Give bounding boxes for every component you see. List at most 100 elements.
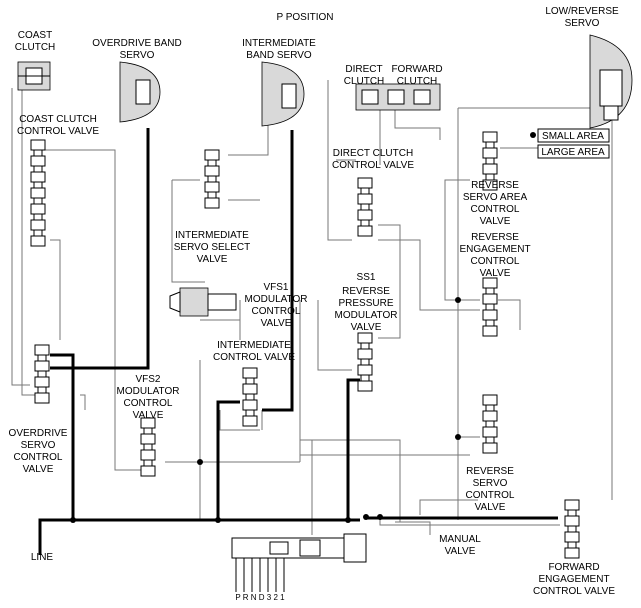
label-line: REVERSE <box>342 286 390 297</box>
forward-engagement-control-valve <box>564 499 580 559</box>
intermediate-servo-select-valve-label: INTERMEDIATE SERVO SELECT VALVE <box>174 230 251 265</box>
label-line: VALVE <box>480 216 511 227</box>
forward-engagement-control-valve-label: FORWARD ENGAGEMENT CONTROL VALVE <box>533 562 615 597</box>
label-line: VALVE <box>133 410 164 421</box>
label-line: REVERSE <box>471 232 519 243</box>
direct-clutch-label: DIRECT CLUTCH <box>344 64 385 87</box>
label-line: DIRECT <box>345 64 382 75</box>
reverse-servo-control-valve <box>482 394 498 454</box>
small-area-box <box>537 128 610 143</box>
label-line: COAST <box>18 30 52 41</box>
coast-clutch-control-valve-label: COAST CLUTCH CONTROL VALVE <box>17 114 99 137</box>
label-line: CLUTCH <box>15 42 56 53</box>
label-line: VALVE <box>197 254 228 265</box>
label-line: VALVE <box>23 464 54 475</box>
label-line: SERVO AREA <box>463 192 528 203</box>
label-line: CONTROL <box>471 204 520 215</box>
label-line: DIRECT CLUTCH <box>333 148 413 159</box>
label-line: FORWARD <box>391 64 442 75</box>
vfs1-solenoid <box>169 287 237 317</box>
label-line: INTERMEDIATE <box>242 38 316 49</box>
gear-positions-label: P R N D 3 2 1 <box>235 593 285 602</box>
coast-clutch-control-valve-lower <box>30 187 46 247</box>
label-line: OVERDRIVE BAND <box>92 38 181 49</box>
label-line: CLUTCH <box>344 76 385 87</box>
label-line: VALVE <box>261 318 292 329</box>
reverse-engagement-control-valve-label: REVERSE ENGAGEMENT CONTROL VALVE <box>459 232 530 279</box>
intermediate-band-servo-label: INTERMEDIATE BAND SERVO <box>242 38 316 61</box>
label-line: BAND SERVO <box>246 50 312 61</box>
label-line: SERVO <box>473 478 508 489</box>
label-line: CLUTCH <box>397 76 438 87</box>
label-line: INTERMEDIATE <box>175 230 249 241</box>
label-line: CONTROL <box>124 398 173 409</box>
overdrive-servo-control-valve-label: OVERDRIVE SERVO CONTROL VALVE <box>9 428 68 475</box>
label-line: CONTROL VALVE <box>533 586 615 597</box>
label-line: CONTROL <box>252 306 301 317</box>
label-line: SERVO <box>120 50 155 61</box>
forward-clutch-label: FORWARD CLUTCH <box>391 64 442 87</box>
label-line: CONTROL <box>471 256 520 267</box>
line-pressure-passages <box>38 128 558 555</box>
intermediate-band-servo-component <box>261 61 305 127</box>
ss1-label: SS1 <box>357 272 376 283</box>
coast-clutch-label: COAST CLUTCH <box>15 30 56 53</box>
label-line: FORWARD <box>548 562 599 573</box>
small-area-label: SMALL AREA <box>542 131 604 142</box>
label-line: ENGAGEMENT <box>538 574 609 585</box>
low-reverse-servo-component <box>589 34 633 129</box>
label-line: MODULATOR <box>117 386 180 397</box>
label-line: SERVO SELECT <box>174 242 251 253</box>
reverse-engagement-control-valve <box>482 277 498 337</box>
overdrive-servo-control-valve <box>34 344 50 404</box>
label-line: CONTROL <box>14 452 63 463</box>
low-reverse-servo-label: LOW/REVERSE SERVO <box>545 6 619 29</box>
label-line: CONTROL VALVE <box>213 352 295 363</box>
direct-clutch-control-valve-label: DIRECT CLUTCH CONTROL VALVE <box>332 148 414 171</box>
label-line: CONTROL VALVE <box>332 160 414 171</box>
junction-dots <box>70 132 536 523</box>
label-line: MODULATOR <box>335 310 398 321</box>
label-line: OVERDRIVE <box>9 428 68 439</box>
label-line: PRESSURE <box>338 298 393 309</box>
diagram-title: P POSITION <box>276 12 333 23</box>
label-line: INTERMEDIATE <box>217 340 291 351</box>
vfs2-modulator-control-valve-label: VFS2 MODULATOR CONTROL VALVE <box>117 374 180 421</box>
label-line: COAST CLUTCH <box>19 114 97 125</box>
manual-valve-label: MANUAL VALVE <box>439 534 481 557</box>
direct-forward-clutch-component <box>355 83 441 111</box>
label-line: REVERSE <box>466 466 514 477</box>
direct-clutch-control-valve <box>357 177 373 237</box>
line-label: LINE <box>31 552 54 563</box>
label-line: CONTROL VALVE <box>17 126 99 137</box>
label-line: MANUAL <box>439 534 481 545</box>
label-line: SERVO <box>565 18 600 29</box>
thin-passages <box>11 80 613 535</box>
manual-valve-component <box>231 533 367 563</box>
reverse-servo-area-control-valve-label: REVERSE SERVO AREA CONTROL VALVE <box>463 180 528 227</box>
reverse-pressure-modulator-valve <box>357 332 373 392</box>
intermediate-control-valve <box>242 367 258 427</box>
label-line: VALVE <box>445 546 476 557</box>
overdrive-band-servo-label: OVERDRIVE BAND SERVO <box>92 38 181 61</box>
label-line: CONTROL <box>466 490 515 501</box>
label-line: LOW/REVERSE <box>545 6 619 17</box>
label-line: VFS1 <box>263 282 288 293</box>
label-line: VALVE <box>480 268 511 279</box>
gear-position-ticks <box>235 558 285 592</box>
label-line: VALVE <box>475 502 506 513</box>
label-line: MODULATOR <box>245 294 308 305</box>
intermediate-servo-select-valve <box>204 149 220 209</box>
reverse-servo-control-valve-label: REVERSE SERVO CONTROL VALVE <box>466 466 515 513</box>
label-line: REVERSE <box>471 180 519 191</box>
large-area-box <box>537 144 610 159</box>
label-line: ENGAGEMENT <box>459 244 530 255</box>
vfs1-modulator-control-valve-label: VFS1 MODULATOR CONTROL VALVE <box>245 282 308 329</box>
overdrive-band-servo-component <box>119 61 161 123</box>
label-line: SERVO <box>21 440 56 451</box>
large-area-label: LARGE AREA <box>541 147 605 158</box>
vfs2-modulator-control-valve <box>140 417 156 477</box>
reverse-pressure-modulator-valve-label: REVERSE PRESSURE MODULATOR VALVE <box>335 286 398 333</box>
intermediate-control-valve-label: INTERMEDIATE CONTROL VALVE <box>213 340 295 363</box>
